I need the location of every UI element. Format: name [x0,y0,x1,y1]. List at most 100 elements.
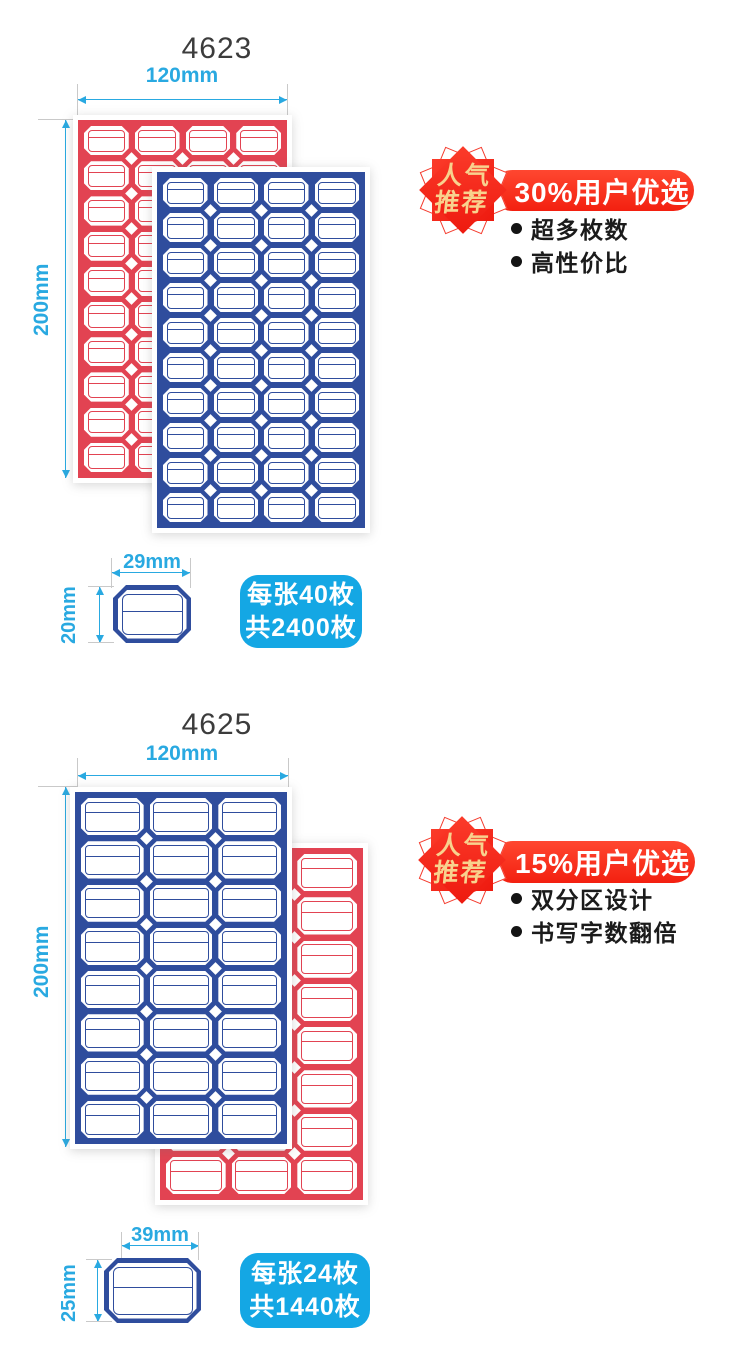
extension-line [77,84,78,126]
label-cell [146,795,216,839]
label-inner-outline [300,944,354,975]
label-divider-line [217,189,254,190]
label-inner-outline [166,286,204,309]
label-divider-line [85,1115,140,1117]
label-face [232,1157,292,1194]
label-divider-line [167,469,204,470]
label-inner-outline [87,305,126,328]
label-divider-line [222,1028,277,1030]
label-inner-outline [267,426,305,449]
bullet-dot-icon [511,892,522,904]
label-inner-outline [221,844,278,875]
label-divider-line [301,1084,353,1086]
label-inner-outline [87,446,126,469]
label-cell [222,1147,295,1197]
single-label-diagram [113,585,191,643]
label-cell [160,280,211,315]
extension-line [287,84,288,126]
label-divider-line [301,1041,353,1043]
label-cell [204,413,261,455]
label-inner-outline [318,496,356,519]
label-cell [182,123,234,159]
label-inner-outline [153,974,209,1005]
label-divider-line [85,855,140,857]
label-inner-outline [87,199,126,223]
label-cell [254,308,312,350]
label-inner-outline [166,251,204,274]
label-inner-outline [300,987,354,1018]
label-face [218,928,281,965]
label-inner-outline [113,1267,193,1315]
model-number-4625: 4625 [181,708,253,741]
label-inner-outline [189,129,227,152]
per-sheet-count: 每张24枚 [251,1259,359,1288]
label-cell [78,924,147,968]
label-divider-line [222,898,277,900]
label-face [81,928,144,965]
label-cell [78,881,147,925]
label-divider-line [88,348,125,350]
label-cell [163,1153,229,1197]
label-cell [208,831,284,882]
label-face [297,984,357,1021]
label-cell [78,795,147,839]
label-cell [140,875,216,925]
label-inner-outline [84,801,141,832]
label-face [81,1058,144,1095]
label-divider-line [88,242,125,244]
label-divider-line [138,137,176,139]
blue-label-grid [75,792,287,1144]
sheet-width-dimension-label: 120mm [145,64,219,87]
label-divider-line [268,504,305,505]
label-divider-line [222,1071,277,1073]
label-cell [305,273,362,315]
label-face [150,971,213,1008]
label-cell [305,448,362,490]
banner-text: 15%用户优选 [514,848,691,879]
label-cell [140,831,216,882]
starburst-text: 人气 推荐 [433,162,493,217]
label-cell [81,123,132,159]
label-divider-line [268,224,305,225]
label-cell [210,175,261,210]
label-cell [254,203,312,245]
label-divider-line [301,1171,353,1173]
label-inner-outline [153,888,209,919]
label-cell [215,795,284,839]
extension-line [77,758,78,794]
sheet-height-dimension-arrow [62,787,71,1147]
label-face [118,590,187,639]
label-cell [204,238,261,280]
label-divider-line [153,812,209,814]
label-divider-line [153,1028,209,1030]
label-inner-outline [300,1073,354,1104]
label-inner-outline [217,286,255,309]
label-divider-line [268,364,305,365]
label-cell [160,490,211,525]
user-choice-banner: 30%用户优选 [492,170,694,211]
label-cell [78,1097,147,1141]
label-divider-line [301,911,353,913]
label-divider-line [318,469,355,470]
label-divider-line [318,294,355,295]
label-cell [81,228,132,264]
label-inner-outline [318,461,356,484]
label-divider-line [153,1071,209,1073]
feature-item: 高性价比 [511,247,629,276]
label-inner-outline [300,1117,354,1148]
label-cell [208,875,284,925]
label-inner-outline [87,340,126,363]
label-divider-line [318,504,355,505]
label-cell [204,273,261,315]
label-divider-line [85,985,140,987]
label-cell [81,158,132,194]
feature-bullets: 超多枚数 高性价比 [511,214,629,280]
label-face [297,1114,357,1151]
starburst-text: 人气 推荐 [432,832,492,887]
label-cell [81,193,132,229]
label-divider-line [153,1115,209,1117]
label-divider-line [217,504,254,505]
label-inner-outline [300,1030,354,1061]
label-divider-line [222,812,277,814]
